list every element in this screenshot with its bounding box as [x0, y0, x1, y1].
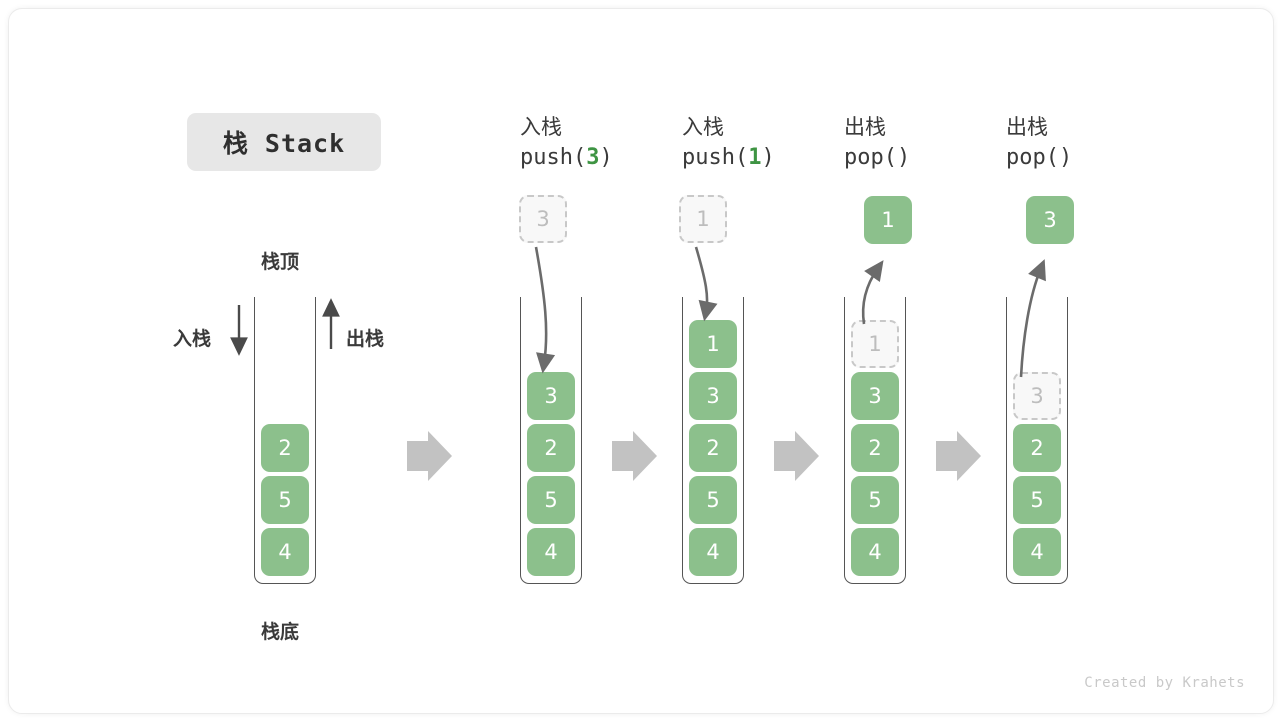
diagram-title-chip: 栈 Stack — [187, 113, 381, 171]
step-arrow — [774, 431, 819, 481]
push-value: 3 — [586, 145, 600, 170]
stack-cell: 5 — [851, 476, 899, 524]
stack-cell: 5 — [1013, 476, 1061, 524]
stack-cell: 4 — [689, 528, 737, 576]
popped-box: 3 — [1026, 196, 1074, 244]
popped-box: 1 — [864, 196, 912, 244]
page-title: 栈 Stack — [222, 129, 346, 158]
column-header-cn: 出栈 — [1006, 115, 1048, 139]
stack-cell-ghost: 1 — [851, 320, 899, 368]
stack-cell: 2 — [261, 424, 309, 472]
stack-cell: 5 — [689, 476, 737, 524]
stack-cell: 4 — [1013, 528, 1061, 576]
step-arrow — [936, 431, 981, 481]
column-header-code: push(3) — [520, 145, 613, 170]
incoming-ghost-box: 3 — [519, 195, 567, 243]
stack-cell: 2 — [689, 424, 737, 472]
stack-cell: 3 — [689, 372, 737, 420]
column-header-push-1: 入栈 push(1) — [682, 112, 842, 174]
incoming-ghost-box: 1 — [679, 195, 727, 243]
column-header-pop-3: 出栈 pop() — [1006, 112, 1166, 174]
credit-text: Created by Krahets — [1084, 675, 1245, 691]
column-header-code: pop() — [844, 145, 911, 170]
stack-cell: 2 — [1013, 424, 1061, 472]
label-stack-top: 栈顶 — [261, 251, 300, 273]
diagram-canvas: 栈 Stack 入栈 push(3) 入栈 push(1) 出栈 pop() 出… — [8, 8, 1274, 714]
stack-cell: 3 — [527, 372, 575, 420]
stack-container-pop-1: 1 3 2 5 4 — [844, 297, 906, 584]
column-header-cn: 出栈 — [844, 115, 886, 139]
stack-container-pop-3: 3 2 5 4 — [1006, 297, 1068, 584]
stack-container-initial: 2 5 4 — [254, 297, 316, 584]
stack-cell-ghost: 3 — [1013, 372, 1061, 420]
label-pop-side: 出栈 — [346, 328, 385, 350]
column-header-cn: 入栈 — [682, 115, 724, 139]
step-arrow — [407, 431, 452, 481]
stack-cell: 4 — [851, 528, 899, 576]
stack-container-push-3: 3 2 5 4 — [520, 297, 582, 584]
stack-cell: 1 — [689, 320, 737, 368]
column-header-pop-1: 出栈 pop() — [844, 112, 1004, 174]
column-header-push-3: 入栈 push(3) — [520, 112, 680, 174]
stack-cell: 5 — [261, 476, 309, 524]
stack-container-push-1: 1 3 2 5 4 — [682, 297, 744, 584]
stack-cell: 4 — [261, 528, 309, 576]
stack-cell: 2 — [527, 424, 575, 472]
stack-cell: 4 — [527, 528, 575, 576]
column-header-code: pop() — [1006, 145, 1073, 170]
stack-cell: 3 — [851, 372, 899, 420]
stack-cell: 5 — [527, 476, 575, 524]
label-push-side: 入栈 — [173, 328, 212, 350]
label-stack-bottom: 栈底 — [261, 621, 300, 643]
column-header-cn: 入栈 — [520, 115, 562, 139]
step-arrow — [612, 431, 657, 481]
column-header-code: push(1) — [682, 145, 775, 170]
stack-cell: 2 — [851, 424, 899, 472]
push-value: 1 — [748, 145, 762, 170]
